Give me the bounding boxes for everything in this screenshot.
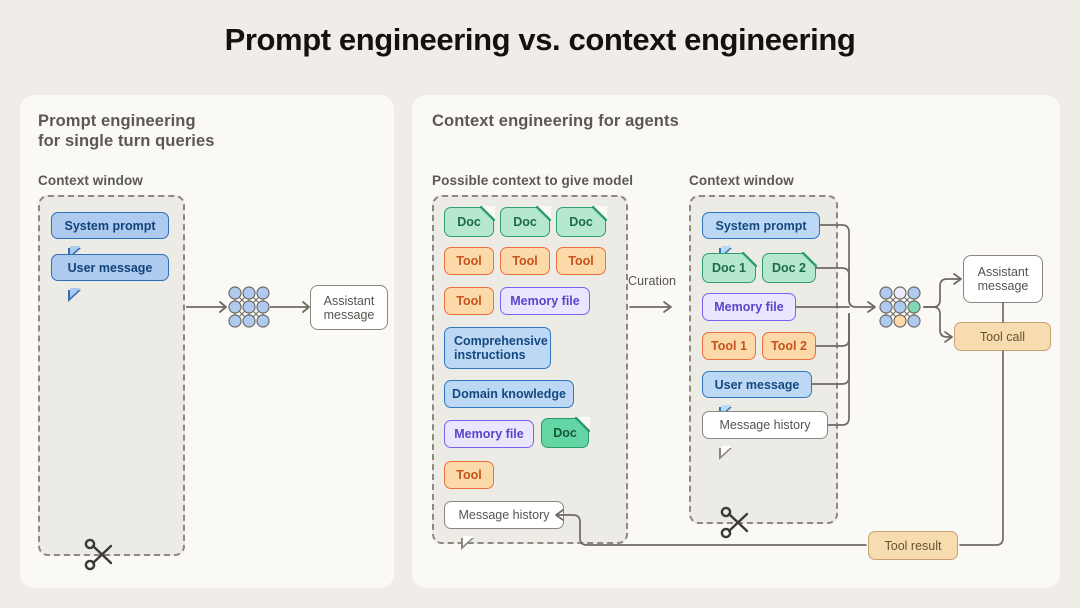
chip-message-history[interactable]: Message history xyxy=(702,411,828,460)
chip-label: User message xyxy=(67,260,153,275)
chip-label: Memory file xyxy=(454,427,524,441)
chip-label: Tool xyxy=(456,468,482,482)
chip-tool[interactable]: Tool xyxy=(556,247,606,275)
chip-label: Tool xyxy=(456,294,482,308)
chip-system-prompt[interactable]: System prompt xyxy=(702,212,820,260)
chip-memory-file[interactable]: Memory file xyxy=(444,420,534,448)
left-context-window-label: Context window xyxy=(38,173,143,188)
chip-tool-1[interactable]: Tool 1 xyxy=(702,332,756,360)
page-title: Prompt engineering vs. context engineeri… xyxy=(224,22,856,57)
chip-label: Message history xyxy=(458,508,550,522)
doc-fold-icon xyxy=(591,206,607,222)
chip-label: Memory file xyxy=(714,300,784,314)
tool-call-label: Tool call xyxy=(979,329,1026,344)
chip-label: Tool xyxy=(512,254,538,268)
right-context-window-label: Context window xyxy=(689,173,794,188)
assistant-message-box[interactable]: Assistant message xyxy=(310,285,388,330)
right-panel-heading: Context engineering for agents xyxy=(432,112,679,130)
doc-fold-icon xyxy=(741,252,757,268)
chip-tool[interactable]: Tool xyxy=(444,461,494,489)
chip-label: Doc xyxy=(553,426,577,440)
chip-label: Domain knowledge xyxy=(452,387,566,401)
chip-doc[interactable]: Doc xyxy=(541,417,590,448)
chip-label: Doc 1 xyxy=(711,261,747,275)
neural-network-icon xyxy=(228,286,270,328)
assistant-message-box[interactable]: Assistant message xyxy=(963,255,1043,303)
chip-label: Message history xyxy=(719,418,811,432)
chip-doc-2[interactable]: Doc 2 xyxy=(762,252,817,283)
scissors-icon xyxy=(720,506,749,539)
prompt-engineering-panel: Prompt engineering for single turn queri… xyxy=(20,95,394,588)
chip-tool-2[interactable]: Tool 2 xyxy=(762,332,816,360)
chip-user-message[interactable]: User message xyxy=(51,254,169,302)
left-panel-heading: Prompt engineering for single turn queri… xyxy=(38,112,215,150)
assistant-message-label: Assistant message xyxy=(323,293,375,322)
assistant-message-label: Assistant message xyxy=(977,265,1029,293)
chip-label: User message xyxy=(714,377,800,392)
chip-label: Tool 2 xyxy=(771,339,807,353)
doc-fold-icon xyxy=(801,252,817,268)
chip-user-message[interactable]: User message xyxy=(702,371,812,419)
chip-label: Tool xyxy=(456,254,482,268)
chip-label: Memory file xyxy=(510,294,580,308)
curation-label: Curation xyxy=(628,274,677,288)
tool-call-box[interactable]: Tool call xyxy=(954,322,1051,351)
doc-fold-icon xyxy=(479,206,495,222)
chip-tool[interactable]: Tool xyxy=(444,247,494,275)
chip-memory-file[interactable]: Memory file xyxy=(500,287,590,315)
tool-result-label: Tool result xyxy=(884,538,942,553)
chip-label: Doc xyxy=(457,215,481,229)
chip-tool[interactable]: Tool xyxy=(500,247,550,275)
chip-label: Doc xyxy=(513,215,537,229)
context-engineering-panel: Context engineering for agents Possible … xyxy=(412,95,1060,588)
possible-context-label: Possible context to give model xyxy=(432,173,634,188)
tool-result-box[interactable]: Tool result xyxy=(868,531,958,560)
chip-doc[interactable]: Doc xyxy=(556,206,607,237)
chip-message-history[interactable]: Message history xyxy=(444,501,564,550)
chip-memory-file[interactable]: Memory file xyxy=(702,293,796,321)
chip-tool[interactable]: Tool xyxy=(444,287,494,315)
chip-label: Doc xyxy=(569,215,593,229)
left-context-window xyxy=(38,195,185,556)
chip-label: Comprehensive instructions xyxy=(454,334,548,362)
doc-fold-icon xyxy=(535,206,551,222)
doc-fold-icon xyxy=(574,417,590,433)
scissors-icon xyxy=(84,538,113,571)
chip-comprehensive-instructions[interactable]: Comprehensive instructions xyxy=(444,327,551,369)
neural-network-icon xyxy=(879,286,921,328)
chip-doc[interactable]: Doc xyxy=(500,206,551,237)
chip-doc[interactable]: Doc xyxy=(444,206,495,237)
chip-doc-1[interactable]: Doc 1 xyxy=(702,252,757,283)
chip-label: Doc 2 xyxy=(771,261,807,275)
chip-label: System prompt xyxy=(715,218,807,233)
chip-system-prompt[interactable]: System prompt xyxy=(51,212,169,260)
chip-label: System prompt xyxy=(64,218,156,233)
chip-label: Tool xyxy=(568,254,594,268)
chip-label: Tool 1 xyxy=(711,339,747,353)
chip-domain-knowledge[interactable]: Domain knowledge xyxy=(444,380,574,408)
